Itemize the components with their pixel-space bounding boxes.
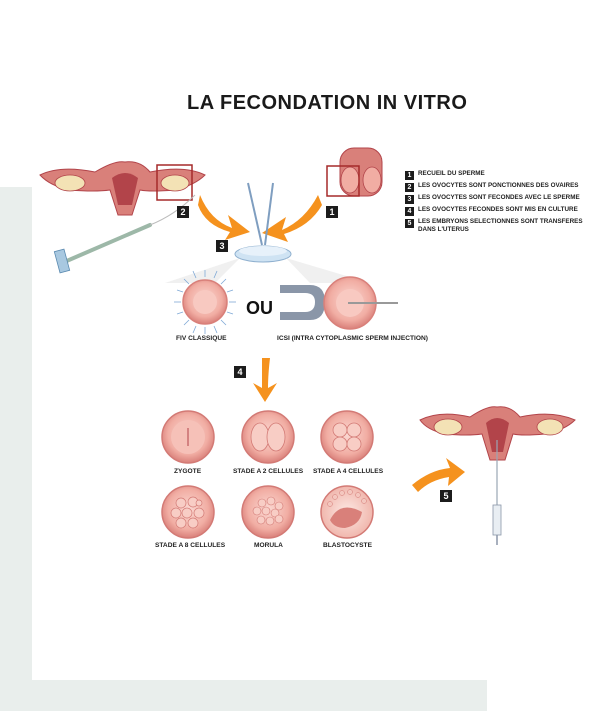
- label-fiv-classique: FIV CLASSIQUE: [176, 335, 227, 342]
- legend-text: LES EMBRYONS SELECTIONNES SONT TRANSFERE…: [418, 218, 583, 233]
- or-label: OU: [246, 298, 273, 318]
- petri-dish: [234, 182, 292, 263]
- legend-text: LES OVOCYTES FECONDES SONT MIS EN CULTUR…: [418, 206, 578, 213]
- fiv-classique-egg: [174, 270, 236, 334]
- stage-2-cells: [241, 410, 295, 464]
- step-number-2: 2: [177, 206, 189, 218]
- testis-illustration: [326, 147, 383, 197]
- legend-number: 2: [405, 183, 414, 192]
- legend-text: RECUEIL DU SPERME: [418, 170, 485, 177]
- legend: 1 RECUEIL DU SPERME 2 LES OVOCYTES SONT …: [405, 170, 600, 236]
- legend-number: 5: [405, 219, 414, 228]
- legend-text: LES OVOCYTES SONT PONCTIONNES DES OVAIRE…: [418, 182, 579, 189]
- legend-item: 5 LES EMBRYONS SELECTIONNES SONT TRANSFE…: [405, 218, 600, 234]
- label-stage-4: STADE A 4 CELLULES: [313, 468, 384, 475]
- legend-item: 2 LES OVOCYTES SONT PONCTIONNES DES OVAI…: [405, 182, 600, 192]
- page-title: LA FECONDATION IN VITRO: [187, 92, 468, 114]
- label-zygote: ZYGOTE: [174, 468, 202, 475]
- label-stage-2: STADE A 2 CELLULES: [233, 468, 304, 475]
- icsi-illustration: [280, 276, 398, 330]
- arrows-to-dish: [198, 195, 322, 242]
- step-number-3: 3: [216, 240, 228, 252]
- legend-text: LES OVOCYTES SONT FECONDES AVEC LE SPERM…: [418, 194, 580, 201]
- label-morula: MORULA: [254, 542, 283, 549]
- legend-number: 3: [405, 195, 414, 204]
- stage-4-cells: [320, 410, 374, 464]
- stage-blastocyst: [320, 485, 374, 539]
- label-stage-8: STADE A 8 CELLULES: [155, 542, 226, 549]
- step-number-4: 4: [234, 366, 246, 378]
- arrow-step-5: [412, 458, 465, 492]
- uterus-illustration-left: [39, 161, 206, 274]
- step-number-5: 5: [440, 490, 452, 502]
- legend-item: 3 LES OVOCYTES SONT FECONDES AVEC LE SPE…: [405, 194, 600, 204]
- legend-number: 4: [405, 207, 414, 216]
- step-number-1: 1: [326, 206, 338, 218]
- legend-item: 1 RECUEIL DU SPERME: [405, 170, 600, 180]
- arrow-step-4: [253, 358, 277, 402]
- stage-morula: [241, 485, 295, 539]
- uterus-illustration-right: [419, 406, 576, 545]
- stage-8-cells: [161, 485, 215, 539]
- stage-zygote-cell: [161, 410, 215, 464]
- label-blastocyste: BLASTOCYSTE: [323, 542, 372, 549]
- label-icsi: ICSI (INTRA CYTOPLASMIC SPERM INJECTION): [277, 335, 428, 342]
- legend-number: 1: [405, 171, 414, 180]
- legend-item: 4 LES OVOCYTES FECONDES SONT MIS EN CULT…: [405, 206, 600, 216]
